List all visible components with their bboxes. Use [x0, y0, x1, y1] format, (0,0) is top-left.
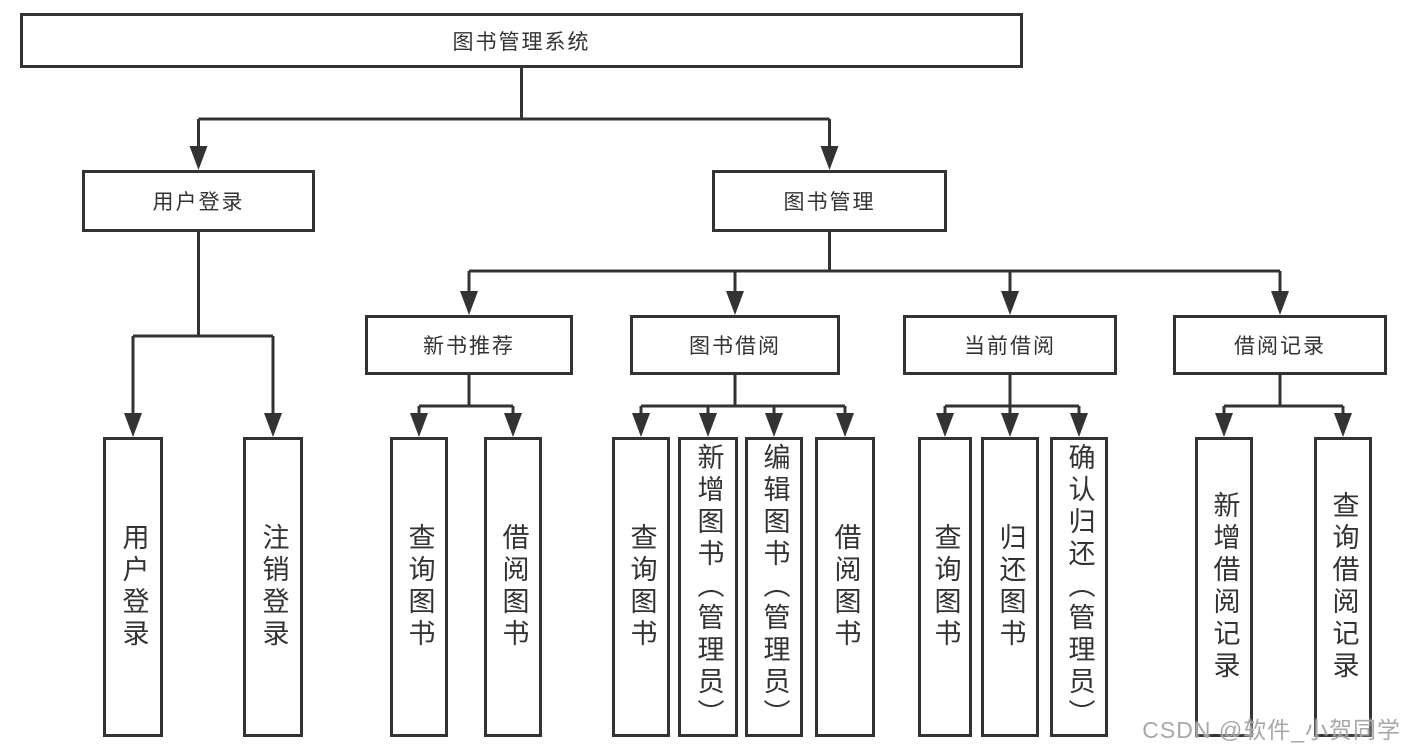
arrowhead: [460, 291, 478, 315]
leaf-user-login: 用户登录: [103, 437, 163, 737]
node-current-borrowing: 当前借阅: [903, 315, 1117, 375]
connector-recommendation-to-leaves: [410, 375, 522, 437]
leaf-logout: 注销登录: [243, 437, 303, 737]
arrowhead: [726, 291, 744, 315]
connector-user-login-to-leaves: [124, 232, 282, 437]
arrowhead: [1001, 413, 1019, 437]
leaf-current-confirm-return-admin: 确认归还（管理员）: [1050, 437, 1108, 737]
leaf-records-query-record: 查询借阅记录: [1314, 437, 1372, 737]
arrowhead: [1070, 413, 1088, 437]
csdn-watermark: CSDN @软件_小贺同学: [1142, 717, 1401, 743]
leaf-borrow-query-books: 查询图书: [612, 437, 670, 737]
arrowhead: [504, 413, 522, 437]
arrowhead: [699, 413, 717, 437]
connector-records-to-leaves: [1215, 375, 1352, 437]
node-user-login: 用户登录: [82, 170, 315, 232]
node-new-book-recommendation: 新书推荐: [365, 315, 573, 375]
arrowhead: [836, 413, 854, 437]
arrowhead: [820, 146, 839, 170]
arrowhead: [1001, 291, 1019, 315]
node-book-borrowing: 图书借阅: [630, 315, 840, 375]
arrowhead: [1215, 413, 1233, 437]
arrowhead: [410, 413, 428, 437]
arrowhead: [189, 146, 208, 170]
leaf-current-return-books: 归还图书: [981, 437, 1039, 737]
node-book-management: 图书管理: [712, 170, 947, 232]
connector-current-borrowing-to-leaves: [936, 375, 1088, 437]
arrowhead: [632, 413, 650, 437]
arrowhead: [765, 413, 783, 437]
arrowhead: [936, 413, 954, 437]
node-library-management-system: 图书管理系统: [20, 13, 1023, 68]
leaf-recommend-borrow-books: 借阅图书: [484, 437, 542, 737]
leaf-borrow-add-books-admin: 新增图书（管理员）: [678, 437, 738, 737]
arrowhead: [124, 413, 142, 437]
connector-book-management-to-level3: [460, 232, 1289, 315]
arrowhead: [264, 413, 282, 437]
leaf-borrow-edit-books-admin: 编辑图书（管理员）: [745, 437, 803, 737]
arrowhead: [1271, 291, 1289, 315]
arrowhead: [1334, 413, 1352, 437]
leaf-recommend-query-books: 查询图书: [390, 437, 448, 737]
leaf-records-add-record: 新增借阅记录: [1195, 437, 1253, 737]
leaf-current-query-books: 查询图书: [918, 437, 972, 737]
connector-borrowing-to-leaves: [632, 375, 854, 437]
node-borrowing-records: 借阅记录: [1173, 315, 1387, 375]
leaf-borrow-borrow-books: 借阅图书: [815, 437, 875, 737]
connector-root-to-level2: [189, 68, 839, 170]
